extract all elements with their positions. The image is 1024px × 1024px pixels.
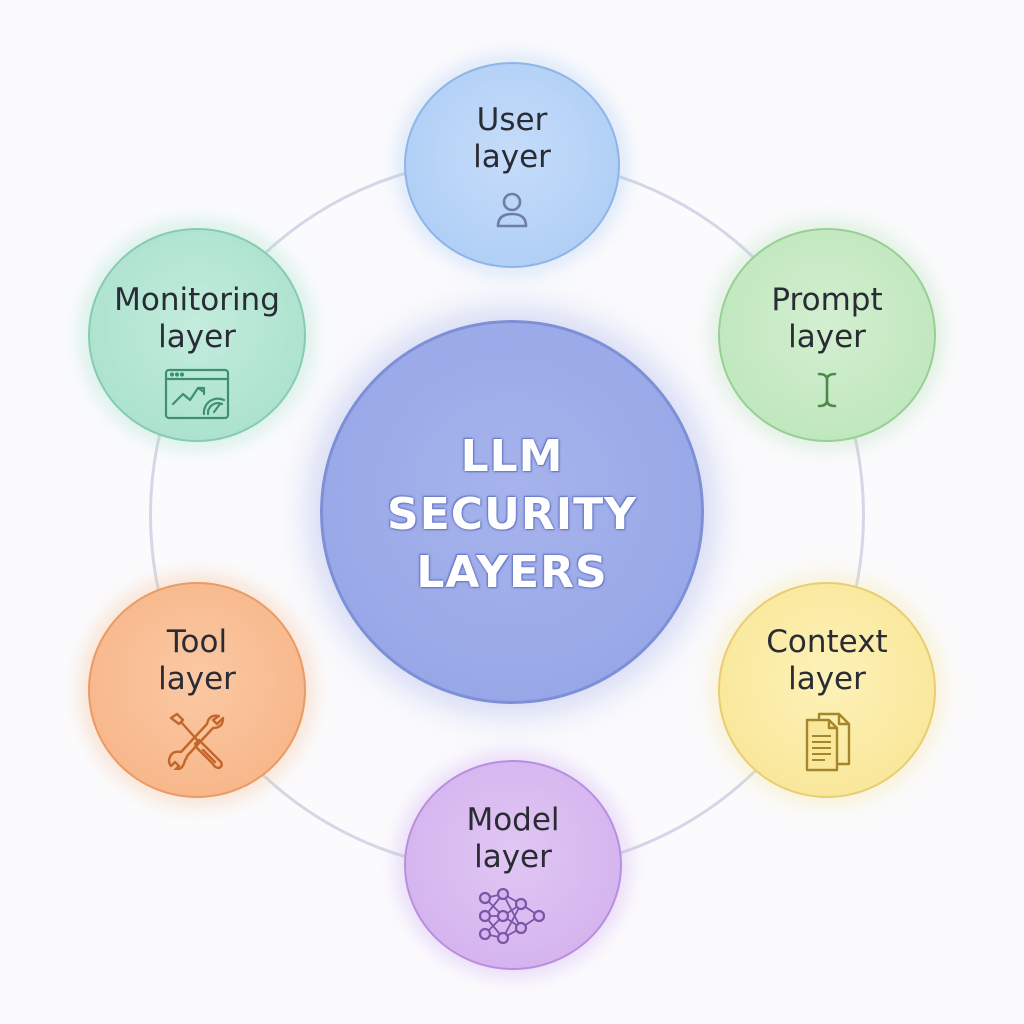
model-layer-label: Model layer	[466, 802, 560, 875]
text-cursor-icon	[817, 372, 837, 408]
prompt-layer-node: Prompt layer	[718, 228, 936, 442]
monitor-dashboard-icon	[164, 368, 230, 420]
wrench-screwdriver-icon	[167, 712, 225, 770]
tool-layer-label: Tool layer	[158, 624, 236, 697]
model-layer-node: Model layer	[404, 760, 622, 970]
context-layer-label: Context layer	[766, 624, 888, 697]
user-layer-node: User layer	[404, 62, 620, 268]
neural-network-icon	[478, 888, 546, 944]
diagram-title: LLM SECURITY LAYERS	[387, 431, 637, 598]
monitoring-layer-label: Monitoring layer	[114, 282, 280, 355]
center-hub: LLM SECURITY LAYERS	[320, 320, 704, 704]
context-layer-node: Context layer	[718, 582, 936, 798]
tool-layer-node: Tool layer	[88, 582, 306, 798]
monitoring-layer-node: Monitoring layer	[88, 228, 306, 442]
prompt-layer-label: Prompt layer	[771, 282, 883, 355]
user-layer-label: User layer	[473, 102, 551, 175]
user-icon	[496, 192, 528, 228]
documents-icon	[805, 712, 851, 772]
